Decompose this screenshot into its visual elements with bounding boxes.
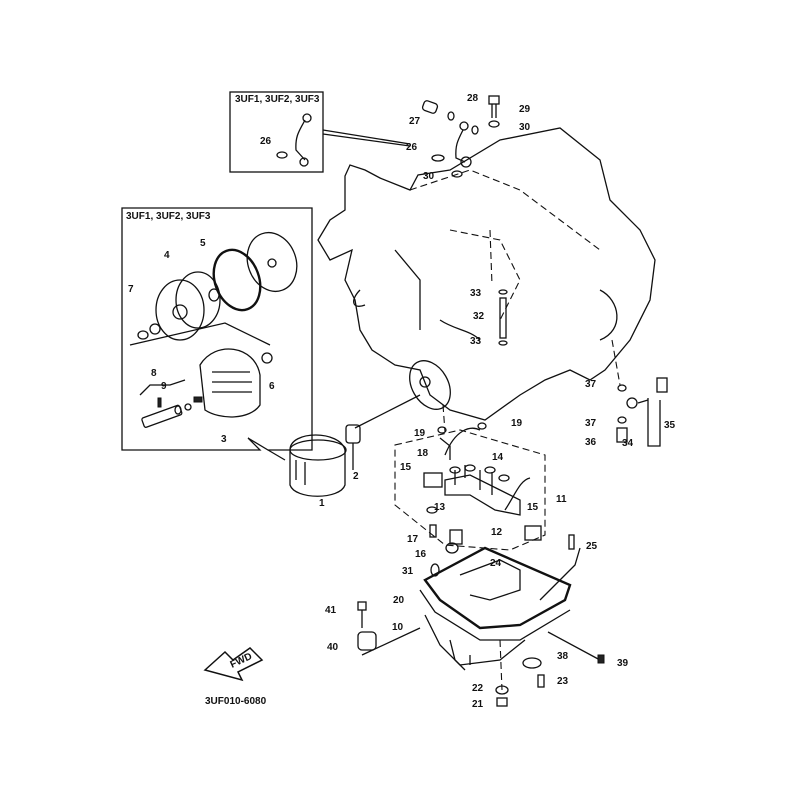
part-label-16: 16 [415, 549, 427, 560]
inset-header-large: 3UF1, 3UF2, 3UF3 [126, 211, 211, 222]
part-label-30: 30 [519, 122, 531, 133]
crankcase-outline [317, 127, 656, 433]
part-label-14: 14 [492, 452, 504, 463]
part-label-6: 6 [269, 381, 275, 392]
part-label-38: 38 [557, 651, 569, 662]
part-label-15: 15 [527, 502, 539, 513]
part-label-24: 24 [490, 558, 502, 569]
part-label-37: 37 [585, 418, 597, 429]
part-label-8: 8 [151, 368, 157, 379]
part-label-21: 21 [472, 699, 484, 710]
part-label-9: 9 [161, 381, 167, 392]
inset-header-small: 3UF1, 3UF2, 3UF3 [235, 94, 320, 105]
oil-sensor-34 [616, 377, 668, 447]
part-label-10: 10 [392, 622, 404, 633]
part-label-4: 4 [164, 250, 170, 261]
part-label-19: 19 [511, 418, 523, 429]
part-label-22: 22 [472, 683, 484, 694]
part-label-33: 33 [470, 288, 482, 299]
part-label-11: 11 [556, 494, 567, 505]
part-label-5: 5 [200, 238, 206, 249]
part-label-20: 20 [393, 595, 405, 606]
part-label-32: 32 [473, 311, 485, 322]
part-label-37: 37 [585, 379, 597, 390]
diagram-code: 3UF010-6080 [205, 696, 267, 707]
part-label-33: 33 [470, 336, 482, 347]
part-label-1: 1 [319, 498, 325, 509]
pipe-32 [498, 289, 508, 346]
oil-filter-inset-parts [129, 231, 298, 428]
part-label-39: 39 [617, 658, 629, 669]
part-label-34: 34 [622, 438, 634, 449]
oil-level-switch-40 [357, 601, 421, 656]
fwd-arrow-icon: FWD [203, 647, 264, 682]
part-label-12: 12 [491, 527, 503, 538]
part-label-15: 15 [400, 462, 412, 473]
inset-box-large [121, 207, 313, 451]
part-label-30: 30 [423, 171, 435, 182]
part-label-27: 27 [409, 116, 421, 127]
part-label-41: 41 [325, 605, 337, 616]
part-label-31: 31 [402, 566, 414, 577]
part-label-3: 3 [221, 434, 227, 445]
part-label-17: 17 [407, 534, 419, 545]
leader-inset-small [322, 133, 411, 147]
part-label-18: 18 [417, 448, 429, 459]
part-label-13: 13 [434, 502, 446, 513]
part-label-35: 35 [664, 420, 676, 431]
part-label-28: 28 [467, 93, 479, 104]
oil-pipe-26-inset [276, 113, 312, 167]
part-label-19: 19 [414, 428, 426, 439]
part-label-25: 25 [586, 541, 598, 552]
part-label-2: 2 [353, 471, 359, 482]
oil-strainer-11 [394, 422, 546, 577]
part-label-26: 26 [406, 142, 418, 153]
part-label-23: 23 [557, 676, 569, 687]
oil-filter-1 [289, 394, 421, 497]
oil-pipe-26 [421, 95, 500, 178]
part-label-26: 26 [260, 136, 272, 147]
part-label-29: 29 [519, 104, 531, 115]
part-label-40: 40 [327, 642, 339, 653]
part-label-36: 36 [585, 437, 597, 448]
inset-box-small [229, 91, 324, 173]
oil-pan-10 [419, 534, 605, 707]
part-label-7: 7 [128, 284, 134, 295]
